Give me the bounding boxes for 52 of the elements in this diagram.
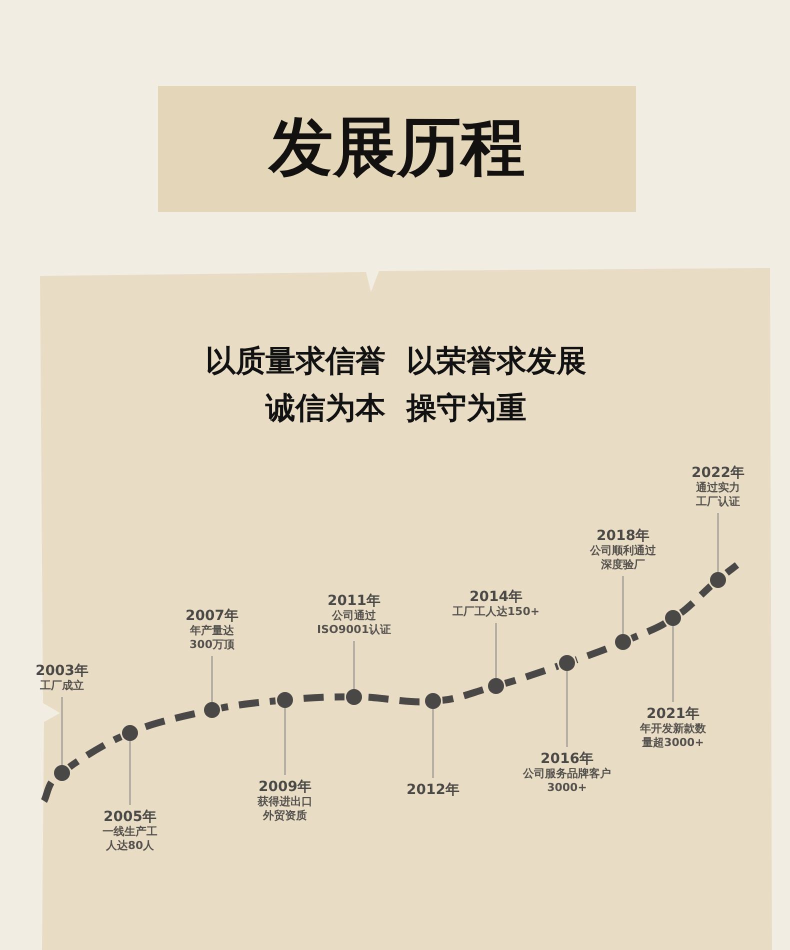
milestone-description: 获得进出口外贸资质 bbox=[256, 795, 314, 823]
milestone-description: 通过实力工厂认证 bbox=[695, 481, 741, 509]
leader-line bbox=[495, 623, 497, 678]
milestone-description: 公司通过ISO9001认证 bbox=[316, 609, 392, 637]
milestone-description: 一线生产工人达80人 bbox=[102, 825, 158, 853]
leader-line bbox=[129, 741, 131, 805]
milestone-dot-icon bbox=[54, 765, 70, 781]
year-label: 2007年 bbox=[186, 608, 238, 624]
year-label: 2005年 bbox=[104, 809, 156, 825]
motto-text: 诚信为本 操守为重 bbox=[266, 390, 526, 428]
milestone-dot-icon bbox=[488, 678, 504, 694]
year-label: 2016年 bbox=[540, 751, 594, 767]
milestone-dot-icon bbox=[559, 655, 575, 671]
leader-line bbox=[61, 697, 63, 765]
milestone-dot-icon bbox=[665, 610, 681, 626]
milestone-dot-icon bbox=[346, 689, 362, 705]
milestone-dot-icon bbox=[277, 692, 293, 708]
timeline-path-segment bbox=[723, 562, 740, 577]
year-label: 2009年 bbox=[258, 779, 312, 795]
milestone-description: 工厂工人达150+ bbox=[452, 605, 540, 619]
milestone-description: 年开发新款数量超3000+ bbox=[638, 722, 707, 750]
year-label: 2012年 bbox=[406, 782, 460, 798]
year-label: 2014年 bbox=[470, 589, 522, 605]
page-title: 发展历程 bbox=[269, 110, 525, 187]
milestone-dot-icon bbox=[615, 634, 631, 650]
leader-line bbox=[353, 641, 355, 689]
timeline-path-segment bbox=[220, 697, 276, 712]
timeline-path-segment bbox=[630, 620, 667, 642]
year-label: 2021年 bbox=[646, 706, 700, 722]
timeline-path-segment bbox=[67, 734, 123, 770]
leader-line bbox=[432, 709, 434, 778]
milestone-description: 年产量达300万顶 bbox=[188, 624, 236, 652]
milestone-dot-icon bbox=[710, 572, 726, 588]
milestone-dot-icon bbox=[204, 702, 220, 718]
leader-line bbox=[672, 626, 674, 702]
motto-text: 以质量求信誉 以荣誉求发展 bbox=[206, 343, 586, 381]
milestone-dot-icon bbox=[122, 725, 138, 741]
timeline-path-segment bbox=[504, 662, 560, 687]
year-label: 2022年 bbox=[692, 465, 744, 481]
milestone-dot-icon bbox=[425, 693, 441, 709]
leader-line bbox=[211, 656, 213, 702]
leader-line bbox=[284, 708, 286, 775]
year-label: 2011年 bbox=[328, 593, 380, 609]
milestone-description: 公司顺利通过深度验厂 bbox=[588, 544, 657, 572]
leader-line bbox=[566, 671, 568, 747]
year-label: 2018年 bbox=[596, 528, 650, 544]
leader-line bbox=[717, 513, 719, 572]
leader-line bbox=[622, 576, 624, 634]
timeline-path-segment bbox=[678, 583, 713, 616]
milestone-description: 公司服务品牌客户3000+ bbox=[522, 767, 612, 795]
milestone-description: 工厂成立 bbox=[40, 679, 84, 693]
year-label: 2003年 bbox=[36, 663, 88, 679]
